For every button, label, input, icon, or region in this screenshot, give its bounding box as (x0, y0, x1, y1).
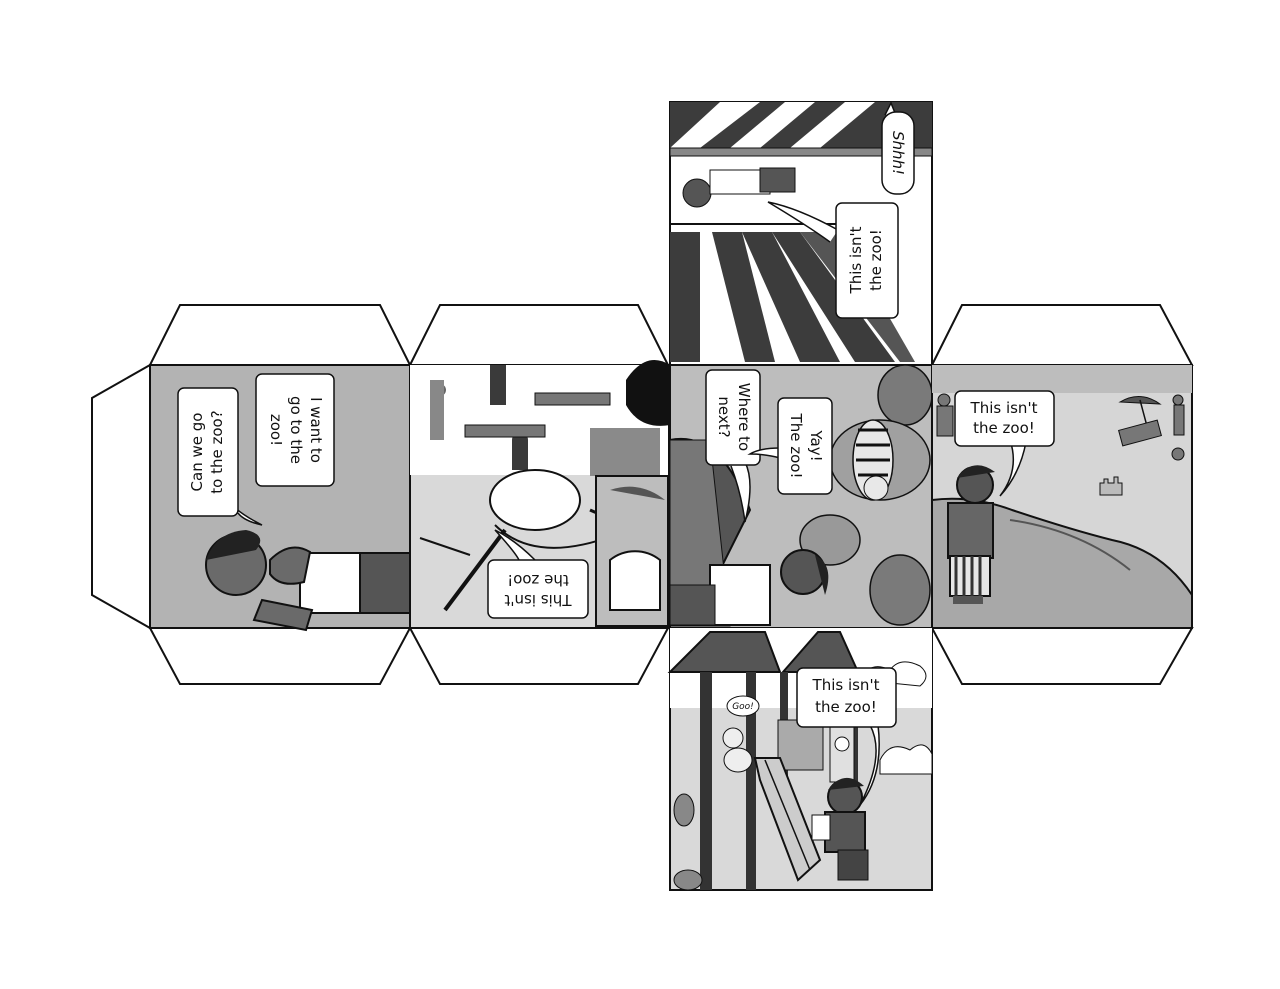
bubble-left-2-line-1: I want to (307, 397, 325, 463)
beach-people (936, 393, 1185, 461)
museum-crowd (430, 365, 660, 476)
speech-bubble-beach: This isn't the zoo! (954, 390, 1055, 497)
baby-figure (722, 727, 753, 773)
flap-beach-top (930, 304, 1194, 366)
boy-figure-left (205, 530, 411, 632)
bubble-beach-line-1: This isn't (970, 399, 1038, 417)
speech-bubble-museum: This isn't the zoo! (487, 529, 589, 619)
bubble-zoo-2-line-2: The zoo! (787, 413, 805, 479)
speech-bubble-left-1: Can we go to the zoo? (177, 387, 263, 526)
baby-shout-text: Goo! (732, 702, 754, 712)
flap-left-bottom (148, 627, 412, 685)
panel-beach: This isn't the zoo! (931, 364, 1193, 629)
bubble-museum-line-1: This isn't (504, 591, 572, 609)
boy-figure-zoo (669, 549, 829, 626)
panel-playground: Goo! This isn't the zoo! (667, 627, 933, 891)
bubble-beach-line-2: the zoo! (973, 419, 1035, 437)
bubble-playground-line-2: the zoo! (815, 698, 877, 716)
speech-bubble-zoo-2: Yay! The zoo! (747, 397, 833, 495)
cloud (879, 744, 933, 775)
bubble-zoo-2-line-1: Yay! (807, 429, 825, 461)
flap-museum-bottom (408, 627, 670, 685)
shout-top-text: Shhh! (889, 131, 907, 175)
bubble-top-line-2: the zoo! (867, 229, 885, 291)
bubble-left-2-line-2: go to the (287, 396, 305, 464)
flap-left-top (148, 304, 412, 366)
bubble-left-2-line-3: zoo! (267, 414, 285, 446)
panel-top: Shhh! This isn't the zoo! (669, 101, 933, 366)
shout-bubble-top: Shhh! (881, 101, 915, 195)
panel-museum: This isn't the zoo! (409, 364, 669, 629)
boy-figure-playground (811, 777, 869, 881)
panel-left: Can we go to the zoo? I want to go to th… (149, 364, 411, 632)
tiger (852, 419, 894, 501)
bubble-zoo-1-line-2: next? (715, 396, 733, 437)
bubble-left-1-line-1: Can we go (188, 413, 206, 492)
flap-museum-top (408, 304, 670, 366)
bubble-museum-line-2: the zoo! (507, 571, 569, 589)
baby-shout-bubble: Goo! (726, 695, 760, 717)
flap-left-side (91, 363, 151, 630)
panel-zoo: Where to next? Yay! The zoo! (626, 360, 933, 629)
boy-figure-top (682, 167, 796, 208)
bubble-top-line-1: This isn't (847, 226, 865, 294)
boy-figure-beach (947, 465, 995, 604)
slide (753, 757, 822, 882)
playhouse-roof (667, 631, 782, 673)
speech-bubble-playground: This isn't the zoo! (796, 667, 897, 806)
speech-bubble-zoo-1: Where to next? (705, 369, 761, 523)
bubble-left-1-line-2: to the zoo? (208, 410, 226, 493)
speech-bubble-left-2: I want to go to the zoo! (255, 373, 335, 487)
bubble-zoo-1-line-1: Where to (735, 383, 753, 451)
flap-beach-bottom (930, 627, 1194, 685)
speech-bubble-top: This isn't the zoo! (767, 201, 899, 319)
bubble-playground-line-1: This isn't (812, 676, 880, 694)
tree-silhouette (626, 360, 670, 426)
